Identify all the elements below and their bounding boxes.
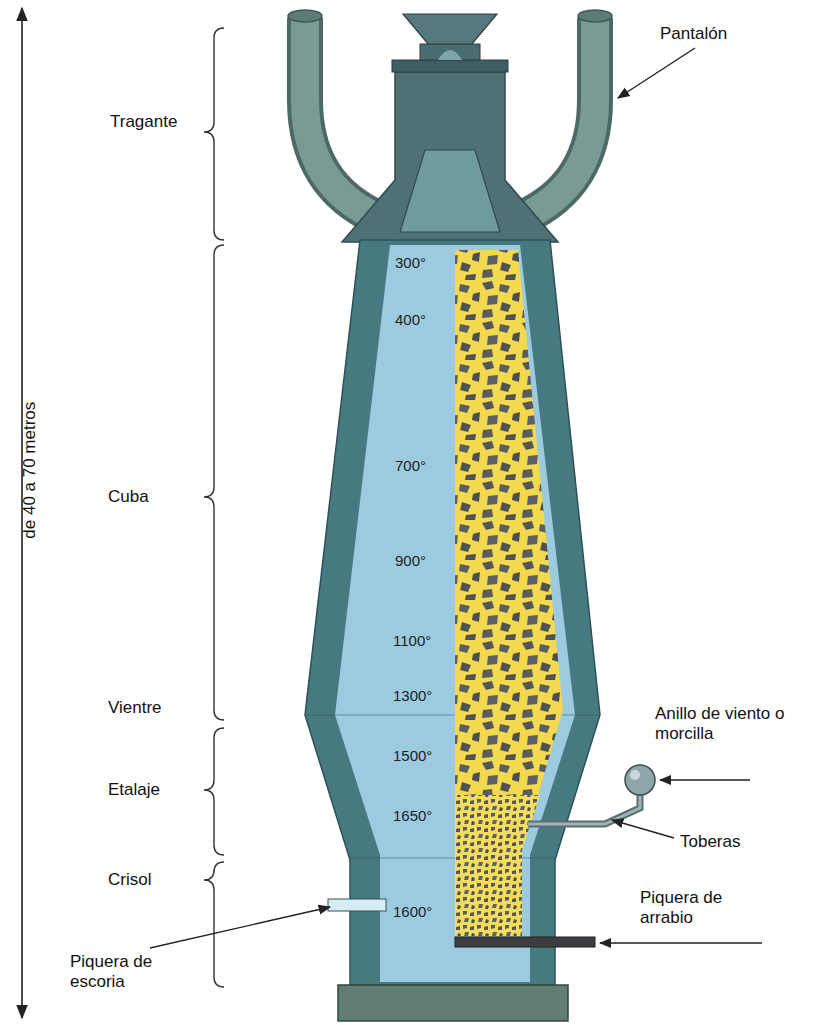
part-name: Pantalón (660, 24, 727, 44)
iron-tap-hole (455, 937, 595, 947)
leader-arrows (150, 48, 762, 948)
part-name: Toberas (680, 832, 740, 852)
temperature: 300° (395, 254, 426, 272)
furnace-wall (305, 240, 600, 985)
temperature: 1100° (393, 632, 431, 650)
temperature: 700° (395, 457, 426, 475)
temperature: 1650° (393, 807, 432, 825)
part-name: Anillo de viento o morcilla (655, 704, 785, 745)
furnace-top (342, 14, 558, 242)
part-name: Piquera de arrabio (640, 888, 756, 929)
slag-tap-hole (328, 899, 386, 911)
height-dimension: de 40 a 70 metros (20, 402, 40, 539)
tuyeres (528, 765, 655, 824)
section-name: Crisol (108, 870, 151, 890)
temperature: 1500° (393, 747, 432, 765)
temperature: 1600° (393, 903, 432, 921)
section-braces (204, 28, 224, 987)
temperature: 1300° (393, 687, 432, 705)
section-name: Tragante (110, 112, 177, 132)
furnace-base (338, 985, 568, 1021)
section-name: Vientre (108, 698, 162, 718)
charge-fine (455, 795, 540, 936)
furnace-lining (335, 245, 575, 982)
part-name: Piquera de escoria (70, 952, 182, 993)
temperature: 900° (395, 552, 426, 570)
charge (455, 250, 563, 936)
section-name: Etalaje (108, 780, 160, 800)
temperature: 400° (395, 311, 426, 329)
section-name: Cuba (108, 487, 149, 507)
